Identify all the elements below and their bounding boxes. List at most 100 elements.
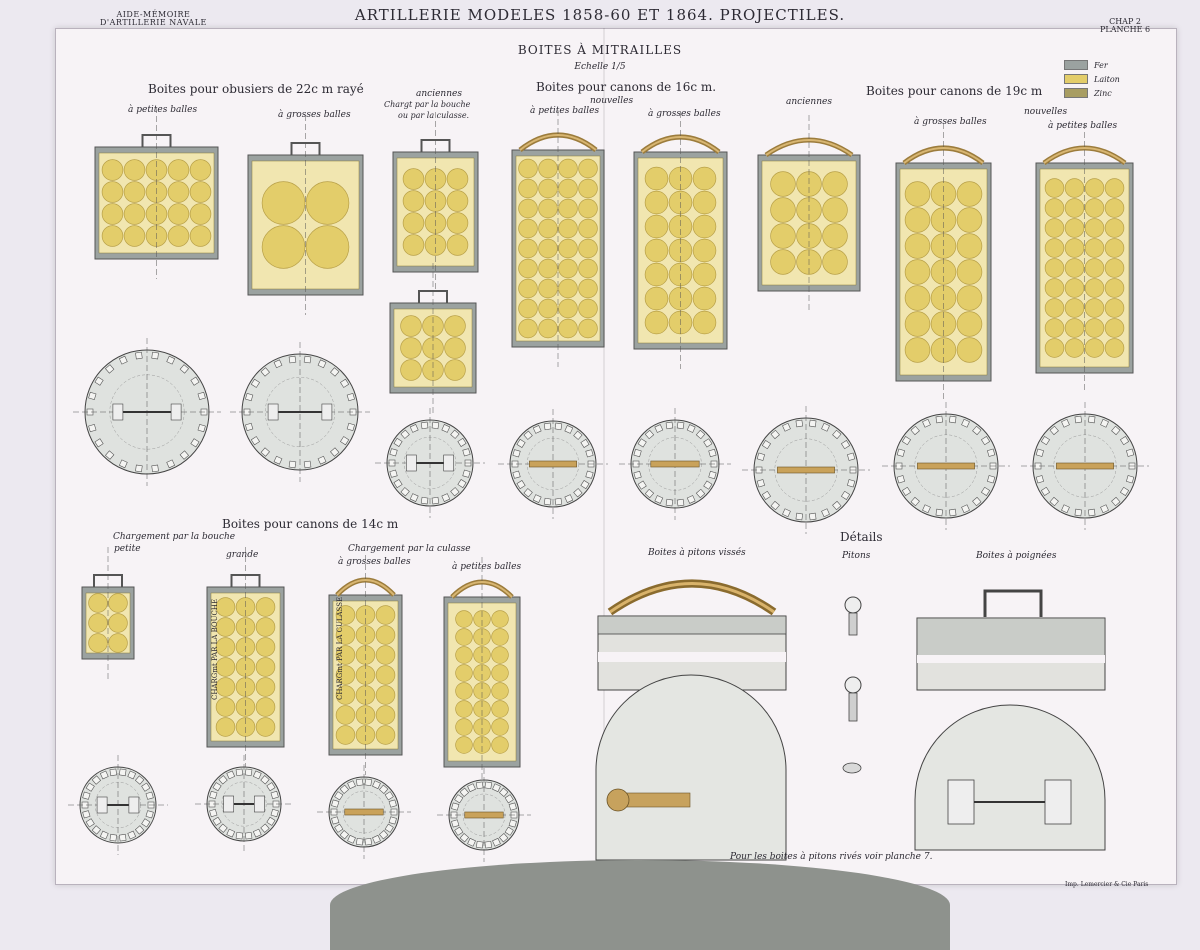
handle-plate (112, 403, 124, 421)
rim-notch (922, 418, 931, 428)
shot-ball (491, 700, 509, 718)
rim-notch (270, 808, 279, 818)
shot-ball (473, 736, 491, 754)
rim-notch (665, 498, 674, 507)
rim-notch (118, 459, 128, 469)
canister-base-plan (73, 338, 221, 486)
imprint: Imp. Lemercier & Cie Paris (1065, 881, 1149, 888)
shot-ball (1084, 218, 1105, 238)
detail-eye (606, 788, 630, 812)
rim-notch (498, 833, 509, 843)
rim-notch (273, 359, 283, 369)
rim-notch (972, 496, 982, 507)
rim-notch (972, 425, 982, 436)
rim-notch (260, 775, 270, 785)
rim-notch (420, 421, 429, 430)
detail-grip-plate (947, 779, 975, 825)
handle-plate (223, 795, 234, 813)
rim-notch (637, 438, 647, 448)
shot-ball (255, 597, 276, 617)
rim-notch (109, 768, 118, 777)
rim-notch (245, 392, 254, 402)
rim-notch (209, 790, 218, 800)
page-fold (603, 28, 605, 883)
rim-notch (1119, 486, 1130, 496)
shot-ball (455, 646, 473, 664)
rim-notch (145, 791, 154, 800)
shot-ball (108, 613, 128, 633)
shot-ball (101, 181, 124, 203)
shot-ball (538, 178, 558, 199)
detail-break (917, 655, 1105, 663)
shot-ball (1044, 318, 1065, 338)
rim-notch (1049, 425, 1059, 436)
rim-notch (961, 418, 970, 428)
rim-notch (252, 770, 262, 780)
rim-notch (378, 830, 389, 840)
rim-notch (980, 436, 991, 446)
shot-ball (518, 158, 538, 179)
rim-notch (504, 794, 514, 804)
shot-ball (770, 197, 796, 223)
handle-plate (406, 454, 417, 472)
handle-bar (1056, 462, 1114, 470)
canister-base-plan (742, 406, 870, 534)
rim-notch (331, 799, 340, 808)
canister-elevation (757, 115, 861, 311)
rim-notch (94, 376, 104, 386)
rim-notch (331, 816, 340, 825)
rim-notch (708, 448, 717, 458)
rim-notch (250, 378, 260, 388)
shot-ball (538, 238, 558, 259)
shot-ball (904, 337, 931, 363)
label-new: nouvelles (1024, 107, 1068, 117)
rim-notch (795, 419, 804, 428)
shot-ball (108, 593, 128, 613)
shot-ball (518, 278, 538, 299)
shot-ball (1084, 298, 1105, 318)
shot-ball (822, 249, 848, 275)
rim-notch (339, 784, 350, 794)
rim-notch (585, 470, 594, 479)
shot-ball (1084, 258, 1105, 278)
rim-notch (454, 826, 464, 836)
shot-ball (956, 181, 983, 207)
shot-ball (215, 597, 236, 617)
shot-ball (1104, 338, 1125, 358)
rim-notch (573, 430, 583, 440)
shot-ball (189, 225, 212, 247)
detail-box-lid (916, 617, 1106, 657)
shot-ball (88, 593, 108, 613)
handle-bar (917, 462, 975, 470)
canister-elevation (328, 555, 403, 775)
shot-ball (518, 298, 538, 319)
shot-ball (375, 705, 396, 725)
rim-notch (832, 429, 842, 440)
rim-notch (484, 781, 493, 790)
handle-bar (464, 811, 504, 819)
rim-notch (633, 448, 642, 458)
detail-eyebolts (842, 596, 862, 774)
rim-notch (340, 436, 350, 446)
rim-notch (266, 816, 276, 826)
rim-notch (761, 440, 772, 450)
group-title-canons-14: Boites pour canons de 14c m (222, 517, 399, 531)
shot-ball (491, 628, 509, 646)
rim-notch (543, 422, 552, 431)
shot-ball (692, 166, 717, 191)
rim-notch (384, 791, 394, 801)
shot-ball (904, 181, 931, 207)
rim-notch (105, 364, 115, 374)
rim-notch (782, 422, 791, 432)
shot-ball (518, 178, 538, 199)
rim-notch (244, 831, 253, 840)
canister-elevation (206, 547, 285, 767)
rim-notch (347, 780, 356, 790)
rim-notch (273, 455, 283, 465)
rim-notch (105, 450, 115, 460)
label-large-balls: à grosses balles (914, 117, 987, 127)
shot-ball (558, 218, 578, 239)
shot-ball (255, 717, 276, 737)
shot-ball (305, 225, 350, 269)
shot-ball (518, 258, 538, 279)
